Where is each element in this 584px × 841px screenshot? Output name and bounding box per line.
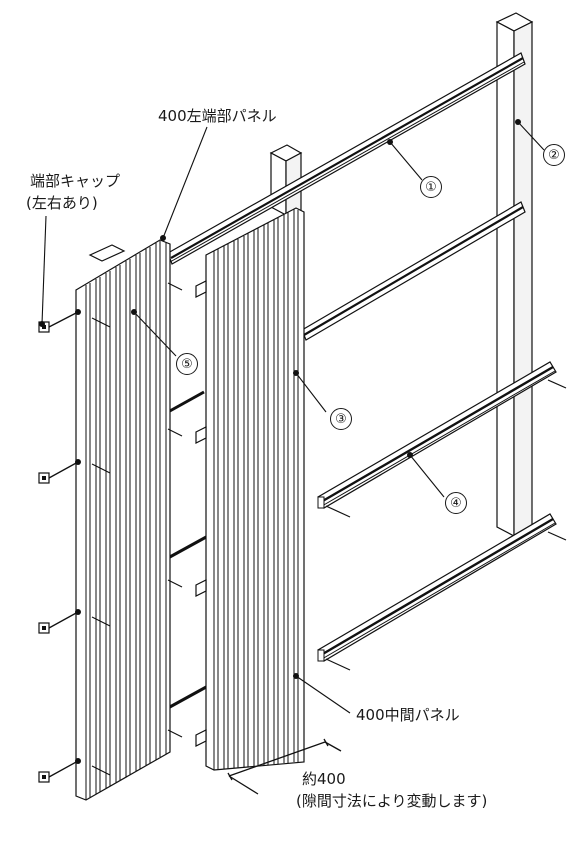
label-middle-panel: 400中間パネル [356, 706, 460, 724]
leader-lines [41, 121, 545, 714]
end-caps [38, 309, 81, 783]
callout-1: ① [420, 176, 442, 198]
rail-stubs-left [167, 534, 209, 710]
rail-bottom [317, 513, 567, 671]
leader-dots [39, 119, 521, 679]
callout-5: ⑤ [176, 353, 198, 375]
rail-third [317, 361, 567, 518]
label-left-end-panel: 400左端部パネル [158, 107, 277, 125]
middle-panel [195, 207, 305, 771]
label-width-line2: (隙間寸法により変動します) [296, 792, 488, 810]
callout-2: ② [543, 144, 565, 166]
post-right [495, 12, 534, 537]
label-end-cap-line1: 端部キャップ [30, 172, 121, 190]
label-end-cap-line2: (左右あり) [26, 194, 98, 212]
left-end-panel [75, 239, 183, 801]
callout-4: ④ [445, 492, 467, 514]
rail-top [167, 52, 526, 265]
callout-3: ③ [330, 408, 352, 430]
label-width-line1: 約400 [302, 770, 346, 788]
width-dimension [227, 738, 342, 795]
rail-second [167, 201, 526, 414]
